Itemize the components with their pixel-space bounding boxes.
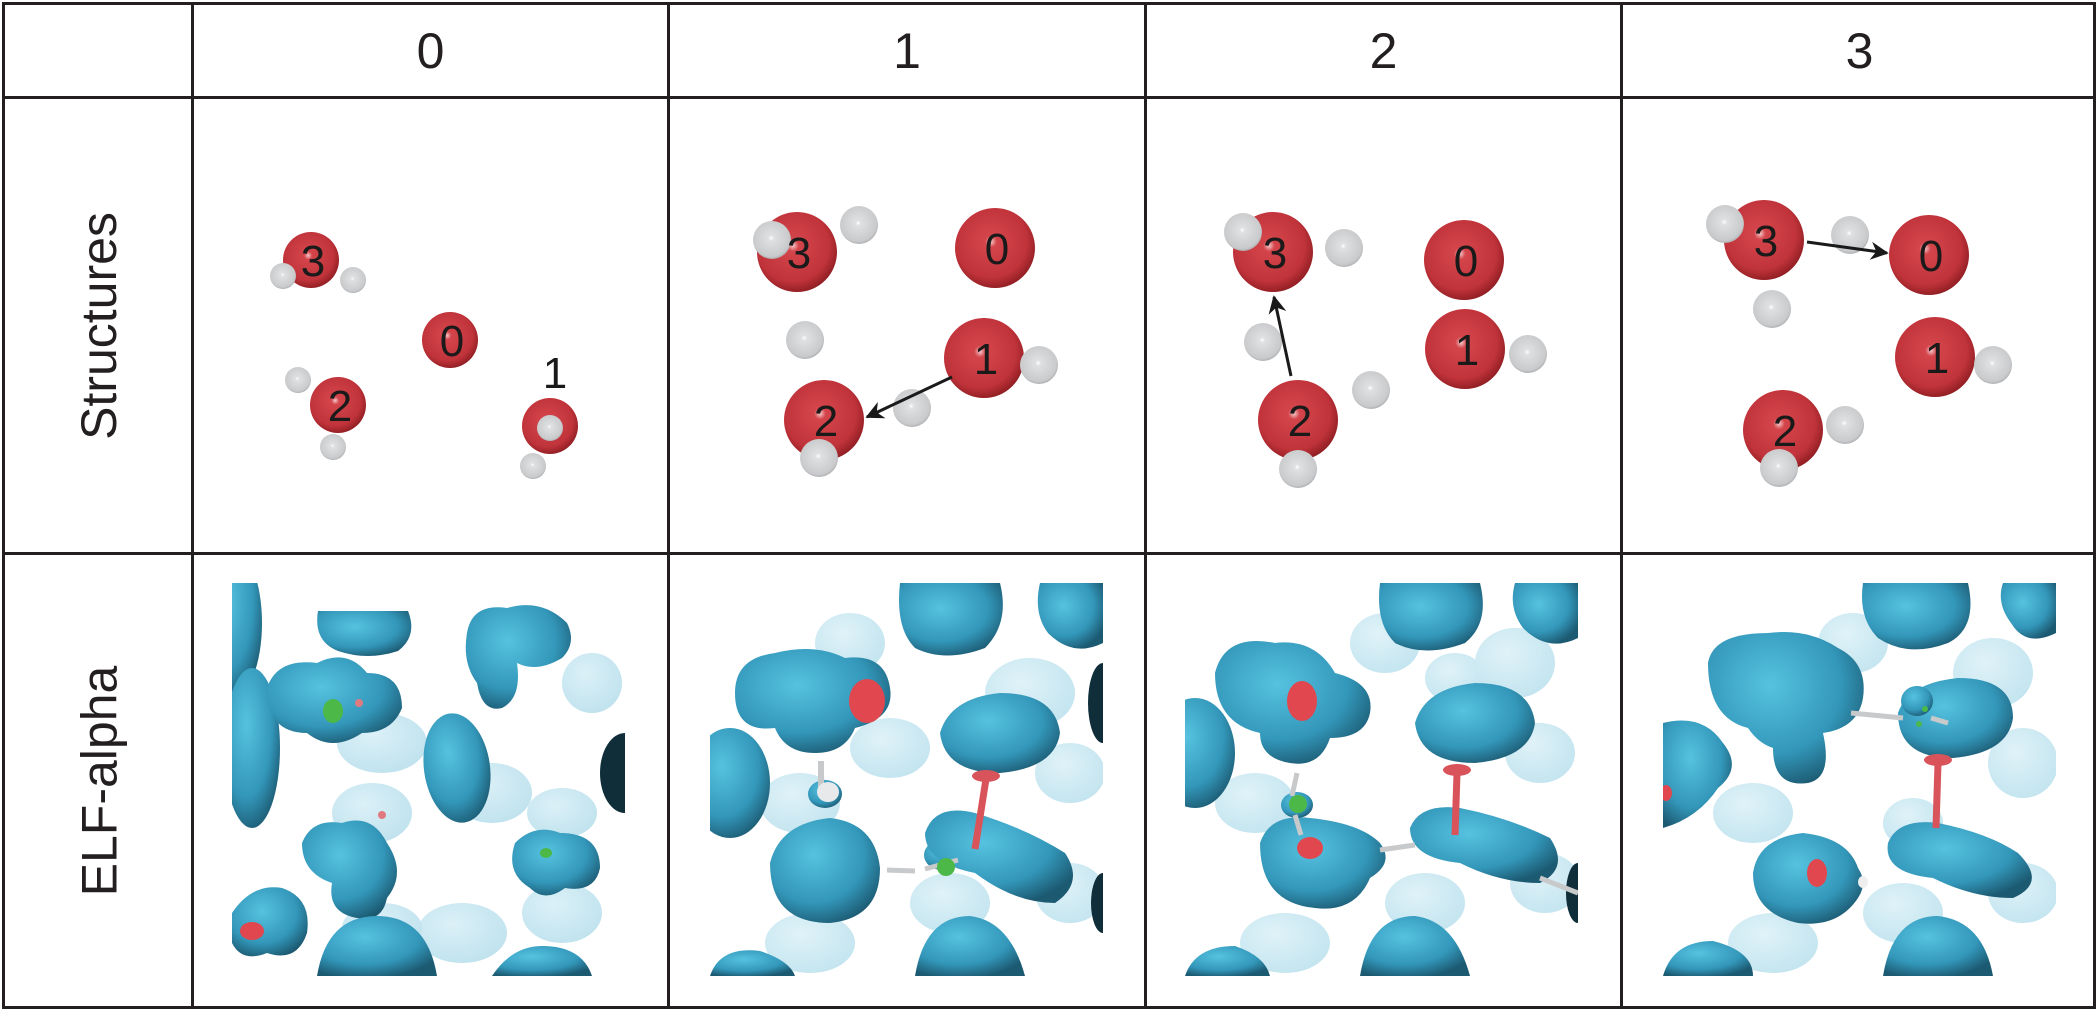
hydrogen-atom <box>1279 450 1317 488</box>
oxygen-atom <box>1743 390 1823 470</box>
hydrogen-atom <box>1826 406 1864 444</box>
row-header-label: ELF-alpha <box>71 665 128 897</box>
elf-isosurface-render <box>232 583 625 976</box>
hydrogen-atom <box>1974 346 2012 384</box>
molecule-structure: 3 0 2 1 <box>270 232 578 479</box>
header-divider <box>2 96 2096 99</box>
column-header-0: 0 <box>194 5 667 97</box>
hydrogen-atom <box>520 453 546 479</box>
column-header-3: 3 <box>1623 5 2096 97</box>
oxygen-atom <box>955 208 1035 288</box>
elf-isosurface-render <box>1185 583 1578 976</box>
molecule-index-label: 3 <box>1263 229 1287 278</box>
hydrogen-atom <box>1509 335 1547 373</box>
hydrogen-atom <box>285 367 311 393</box>
elf-isosurface-render <box>1663 583 2056 976</box>
elf-alpha-image-2 <box>1185 583 1578 976</box>
oxygen-atom <box>1724 200 1804 280</box>
hydrogen-atom <box>840 206 878 244</box>
proton-transfer-arrow <box>1268 295 1293 377</box>
molecule-index-label: 2 <box>328 382 352 431</box>
molecule-index-label: 1 <box>974 335 998 384</box>
elf-isosurface-render <box>710 583 1103 976</box>
col-divider-0 <box>191 2 194 1009</box>
row-header-structures: Structures <box>5 99 193 552</box>
molecule-index-label: 2 <box>814 397 838 446</box>
col-divider-3 <box>1620 2 1623 1009</box>
column-header-label: 0 <box>416 23 445 79</box>
oxygen-atom <box>1425 309 1505 389</box>
structure-panel-2: 3 0 1 2 <box>1145 100 1620 552</box>
elf-alpha-image-0 <box>232 583 625 976</box>
oxygen-atom <box>422 312 478 368</box>
hydrogen-atom <box>800 439 838 477</box>
hydrogen-atom <box>1224 213 1262 251</box>
column-header-label: 3 <box>1845 23 1874 79</box>
structure-panel-3: 3 0 1 2 <box>1622 100 2096 552</box>
col-divider-2 <box>1144 2 1147 1009</box>
oxygen-atom <box>1258 380 1338 460</box>
molecule-index-label: 2 <box>1773 407 1797 456</box>
oxygen-atom <box>1424 220 1504 300</box>
molecule-structure: 3 0 1 2 <box>1706 200 2012 487</box>
hydrogen-atom <box>1352 371 1390 409</box>
hydrogen-atom <box>753 221 791 259</box>
molecule-index-label: 1 <box>1455 326 1479 375</box>
hydrogen-atom <box>1020 346 1058 384</box>
hydrogen-atom <box>1325 229 1363 267</box>
col-divider-1 <box>667 2 670 1009</box>
molecule-index-label: 3 <box>1754 217 1778 266</box>
structure-panel-1: 3 0 1 2 <box>669 100 1144 552</box>
hydrogen-atom <box>1753 290 1791 328</box>
molecule-index-label: 0 <box>985 225 1009 274</box>
row-header-elf-alpha: ELF-alpha <box>5 555 193 1007</box>
hydrogen-atom <box>1244 323 1282 361</box>
molecule-structure: 3 0 1 2 <box>753 206 1058 477</box>
oxygen-atom <box>310 377 366 433</box>
molecule-index-label: 3 <box>301 237 325 286</box>
hydrogen-atom <box>786 321 824 359</box>
proton-transfer-arrow <box>865 375 953 419</box>
hydrogen-atom <box>340 267 366 293</box>
column-header-label: 2 <box>1369 23 1398 79</box>
molecule-index-label: 1 <box>543 349 567 398</box>
hydrogen-atom <box>1760 449 1798 487</box>
hydrogen-atom <box>893 389 931 427</box>
oxygen-atom <box>283 232 339 288</box>
hydrogen-atom <box>1831 216 1869 254</box>
molecule-index-label: 0 <box>440 317 464 366</box>
molecule-index-label: 0 <box>1454 237 1478 286</box>
row-header-label: Structures <box>71 211 128 440</box>
column-header-1: 1 <box>670 5 1144 97</box>
molecule-structure: 3 0 1 2 <box>1224 212 1547 488</box>
proton-transfer-arrow <box>1806 240 1889 260</box>
oxygen-atom <box>1895 317 1975 397</box>
column-header-label: 1 <box>893 23 921 79</box>
oxygen-atom <box>944 318 1024 398</box>
molecule-index-label: 2 <box>1288 397 1312 446</box>
hydrogen-atom <box>320 434 346 460</box>
hydrogen-atom <box>270 263 296 289</box>
molecule-index-label: 3 <box>787 229 811 278</box>
hydrogen-atom <box>1706 205 1744 243</box>
molecule-index-label: 0 <box>1919 232 1943 281</box>
column-header-2: 2 <box>1147 5 1620 97</box>
molecule-index-label: 1 <box>1925 334 1949 383</box>
structure-panel-0: 3 0 2 1 <box>193 100 667 552</box>
hydrogen-atom <box>537 415 563 441</box>
oxygen-atom <box>1889 215 1969 295</box>
oxygen-atom <box>784 380 864 460</box>
elf-alpha-image-3 <box>1663 583 2056 976</box>
elf-alpha-image-1 <box>710 583 1103 976</box>
row-divider <box>2 552 2096 555</box>
